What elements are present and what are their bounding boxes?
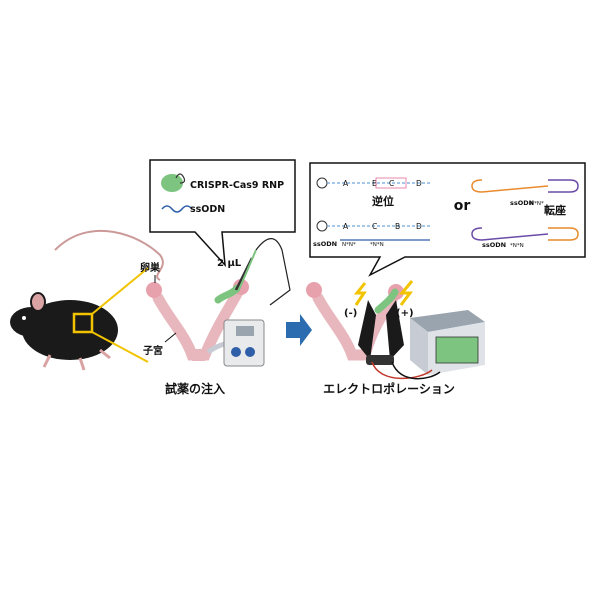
ssodn-right-bottom: ssODN <box>482 241 506 249</box>
nn-left: N*N* <box>342 242 356 248</box>
step-arrow <box>286 314 312 346</box>
box-b-top: B <box>372 179 377 188</box>
electrode-tweezers <box>353 280 414 365</box>
step1-caption: 試薬の注入 <box>165 381 225 396</box>
electroporator <box>371 310 485 380</box>
inversion-label: 逆位 <box>372 194 394 208</box>
lightning-icon <box>353 282 367 306</box>
box-c-top: C <box>389 179 394 188</box>
minus-label: (-) <box>344 308 357 319</box>
box-d-top: D <box>416 179 422 188</box>
reagent2-label: ssODN <box>190 204 225 215</box>
reagent1-label: CRISPR-Cas9 RNP <box>190 180 284 191</box>
lightning-icon-2 <box>398 280 414 306</box>
box-b-bot: B <box>395 222 400 231</box>
ssodn-right-top: ssODN <box>510 199 534 207</box>
uterus-label: 子宮 <box>143 344 163 357</box>
ovary-label: 卵巣 <box>140 261 161 274</box>
cas9-rnp-icon <box>161 174 183 192</box>
nn-right-2: *N*N <box>510 243 524 249</box>
reagent-callout: CRISPR-Cas9 RNP ssODN <box>149 159 296 268</box>
box-d-bot: D <box>416 222 422 231</box>
ssodn-icon <box>161 205 193 213</box>
plus-label: (+) <box>396 308 414 319</box>
mouse-illustration <box>10 229 164 371</box>
uterus-right <box>306 282 404 361</box>
step2-caption: エレクトロポレーション <box>323 381 455 396</box>
nn-right-1: N*N* <box>530 201 544 207</box>
or-label: or <box>454 198 471 214</box>
nn-left-2: *N*N <box>370 242 384 248</box>
genome-edit-callout: A B C D 逆位 A C B D ssODN N*N* *N*N or ss… <box>309 162 586 277</box>
translocation-label: 転座 <box>544 203 566 217</box>
injection-device <box>223 319 265 367</box>
box-a-bot: A <box>343 222 349 231</box>
volume-label: 2 μL <box>217 258 242 269</box>
ssodn-left-label: ssODN <box>313 240 337 248</box>
box-a-top: A <box>343 179 349 188</box>
zoom-indicator <box>72 267 149 363</box>
box-c-bot: C <box>372 222 377 231</box>
